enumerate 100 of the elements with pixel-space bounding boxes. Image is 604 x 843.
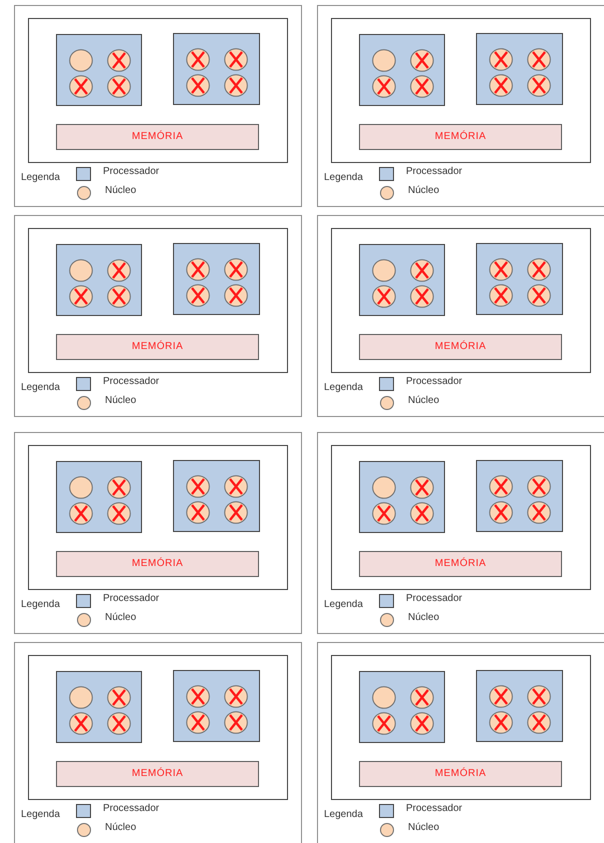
legend-text: Núcleo [105, 823, 136, 833]
crossed-core-circle [410, 75, 434, 98]
legend-text: Processador [103, 594, 160, 604]
core-circle [69, 49, 93, 72]
crossed-core-circle [527, 475, 551, 498]
crossed-core-circle [410, 476, 434, 499]
memory-label: MEMÓRIA [434, 132, 486, 142]
crossed-core-circle [489, 685, 513, 708]
crossed-core-circle [527, 501, 551, 524]
core-circle [372, 686, 396, 709]
panel-frame [14, 5, 302, 207]
core-circle [372, 49, 396, 72]
crossed-core-circle [489, 258, 513, 281]
legend-title: Legenda [324, 810, 363, 820]
processor-box [173, 243, 260, 315]
processor-box [359, 671, 445, 743]
crossed-core-circle [527, 284, 551, 307]
crossed-core-circle [527, 711, 551, 734]
crossed-core-circle [69, 285, 93, 308]
system-frame [331, 655, 591, 800]
processor-box [56, 34, 142, 106]
memory-bar [56, 551, 259, 577]
crossed-core-circle [224, 284, 248, 307]
processor-box [359, 34, 445, 106]
crossed-core-circle [527, 74, 551, 97]
memory-label: MEMÓRIA [434, 342, 486, 352]
crossed-core-circle [527, 258, 551, 281]
memory-label: MEMÓRIA [132, 132, 184, 142]
crossed-core-circle [107, 49, 131, 72]
memory-label: MEMÓRIA [132, 559, 184, 569]
crossed-core-circle [410, 686, 434, 709]
system-frame [28, 655, 288, 800]
legend-title: Legenda [324, 600, 363, 610]
memory-label: MEMÓRIA [434, 769, 486, 779]
processor-box [173, 670, 260, 742]
core-circle [69, 476, 93, 499]
legend-title: Legenda [21, 383, 60, 393]
system-frame [28, 18, 288, 163]
memory-bar [359, 124, 562, 150]
crossed-core-circle [107, 502, 131, 525]
crossed-core-circle [489, 711, 513, 734]
crossed-core-circle [69, 502, 93, 525]
crossed-core-circle [489, 475, 513, 498]
crossed-core-circle [186, 501, 210, 524]
processor-box [173, 460, 260, 532]
crossed-core-circle [489, 501, 513, 524]
processor-box [476, 33, 563, 105]
processor-box [476, 460, 563, 532]
crossed-core-circle [186, 711, 210, 734]
crossed-core-circle [107, 75, 131, 98]
core-circle [372, 259, 396, 282]
crossed-core-circle [224, 685, 248, 708]
legend-text: Processador [103, 167, 160, 177]
core-circle [372, 476, 396, 499]
system-frame [331, 228, 591, 373]
crossed-core-circle [410, 502, 434, 525]
legend-title: Legenda [21, 810, 60, 820]
crossed-core-circle [69, 712, 93, 735]
crossed-core-circle [410, 285, 434, 308]
processor-box [56, 244, 142, 316]
memory-bar [56, 761, 259, 787]
legend-title: Legenda [324, 173, 363, 183]
panel-frame [14, 432, 302, 634]
legend-text: Processador [406, 167, 462, 177]
memory-label: MEMÓRIA [132, 769, 184, 779]
legend-text: Processador [103, 804, 160, 814]
crossed-core-circle [186, 48, 210, 71]
legend-title: Legenda [324, 383, 363, 393]
crossed-core-circle [489, 284, 513, 307]
crossed-core-circle [527, 48, 551, 71]
processor-box [359, 461, 445, 533]
legend-text: Núcleo [105, 396, 136, 406]
memory-bar [359, 334, 562, 360]
crossed-core-circle [224, 475, 248, 498]
crossed-core-circle [107, 476, 131, 499]
memory-label: MEMÓRIA [132, 342, 184, 352]
crossed-core-circle [224, 48, 248, 71]
crossed-core-circle [107, 259, 131, 282]
panel-frame [317, 642, 604, 843]
processor-box [476, 670, 563, 742]
legend-text: Núcleo [105, 186, 136, 196]
crossed-core-circle [186, 475, 210, 498]
processor-box [56, 461, 142, 533]
memory-bar [56, 334, 259, 360]
system-frame [331, 18, 591, 163]
memory-bar [359, 761, 562, 787]
legend-text: Núcleo [408, 823, 440, 833]
crossed-core-circle [224, 711, 248, 734]
processor-box [359, 244, 445, 316]
crossed-core-circle [186, 74, 210, 97]
crossed-core-circle [527, 685, 551, 708]
panel-frame [14, 642, 302, 843]
crossed-core-circle [410, 712, 434, 735]
legend-title: Legenda [21, 173, 60, 183]
crossed-core-circle [372, 502, 396, 525]
legend-title: Legenda [21, 600, 60, 610]
crossed-core-circle [224, 258, 248, 281]
legend-text: Processador [406, 804, 462, 814]
crossed-core-circle [410, 49, 434, 72]
crossed-core-circle [489, 74, 513, 97]
